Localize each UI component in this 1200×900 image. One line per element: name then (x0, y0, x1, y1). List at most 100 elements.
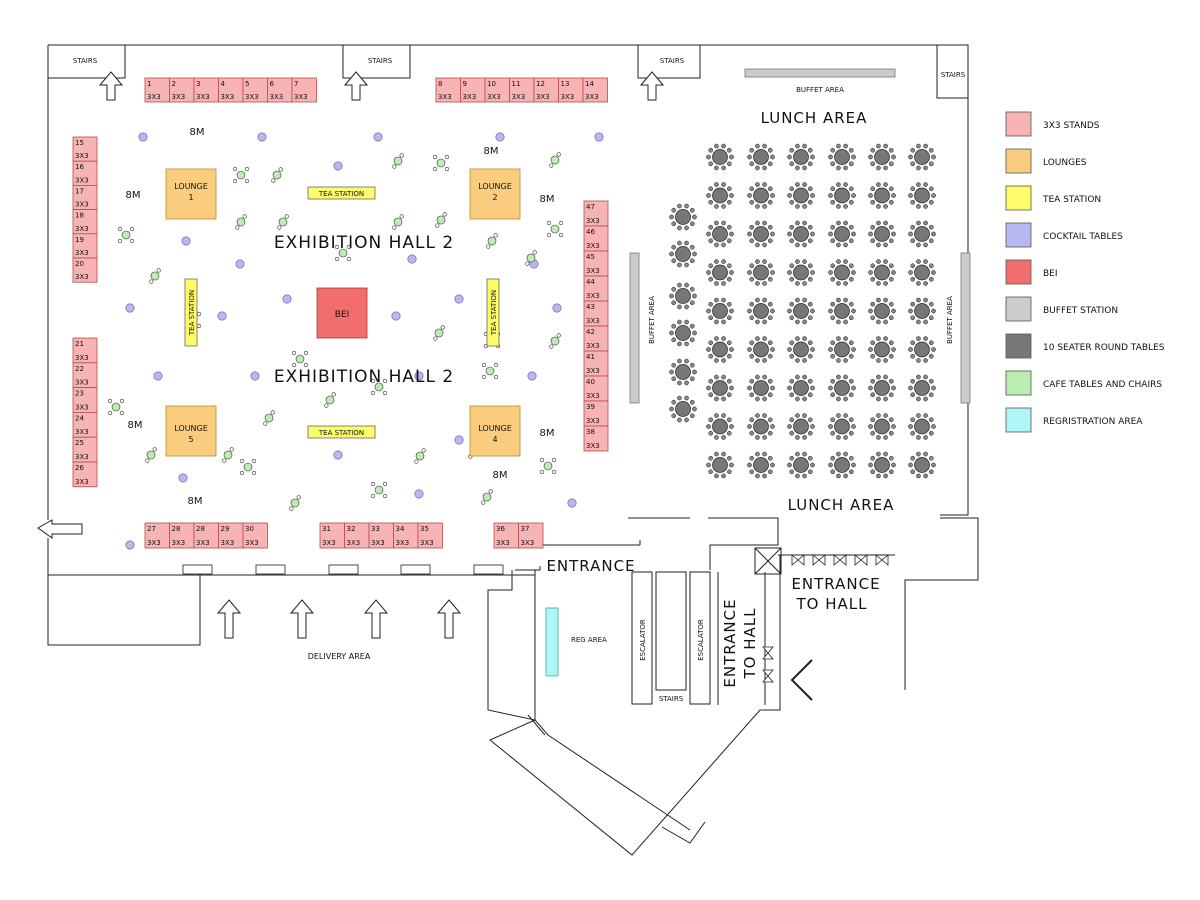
cafe-table-pair[interactable] (219, 447, 237, 463)
round-table[interactable] (747, 182, 775, 209)
round-table[interactable] (828, 297, 856, 325)
cocktail-table[interactable] (552, 303, 562, 313)
cocktail-table[interactable] (282, 294, 292, 304)
cafe-table-pair[interactable] (483, 233, 501, 249)
round-table[interactable] (908, 182, 936, 209)
cafe-table-pair[interactable] (142, 447, 160, 463)
bei-booth[interactable]: BEI (316, 287, 368, 339)
round-table[interactable] (787, 259, 815, 286)
cafe-table-quad[interactable] (117, 226, 135, 244)
round-table[interactable] (908, 259, 936, 286)
tea-station-bottom[interactable]: TEA STATION (307, 425, 376, 439)
cafe-table-pair[interactable] (478, 489, 496, 505)
tea-station-left[interactable]: TEA STATION (184, 278, 198, 347)
tea-station-right[interactable]: TEA STATION (486, 278, 500, 347)
cocktail-table[interactable] (153, 371, 163, 381)
cocktail-table[interactable] (594, 132, 604, 142)
round-table[interactable] (787, 220, 815, 248)
round-table[interactable] (868, 143, 896, 171)
registration-area[interactable]: REG AREA (545, 607, 607, 677)
cafe-table-pair[interactable] (268, 167, 286, 183)
cocktail-table[interactable] (257, 132, 267, 142)
round-table[interactable] (908, 374, 936, 402)
cocktail-table[interactable] (138, 132, 148, 142)
cafe-table-quad[interactable] (546, 220, 564, 238)
cafe-table-quad[interactable] (539, 457, 557, 475)
cocktail-table[interactable] (250, 371, 260, 381)
cocktail-table[interactable] (407, 254, 417, 264)
cafe-table-quad[interactable] (291, 350, 309, 368)
cafe-table-pair[interactable] (146, 268, 164, 284)
round-table[interactable] (747, 374, 775, 402)
cocktail-table[interactable] (333, 450, 343, 460)
round-table[interactable] (828, 413, 856, 440)
cocktail-table[interactable] (125, 540, 135, 550)
cocktail-table[interactable] (414, 489, 424, 499)
round-table[interactable] (868, 259, 896, 286)
cafe-table-pair[interactable] (232, 214, 250, 230)
cocktail-table[interactable] (527, 371, 537, 381)
round-table[interactable] (868, 336, 896, 363)
cocktail-table[interactable] (178, 473, 188, 483)
cafe-table-quad[interactable] (334, 244, 352, 262)
round-table[interactable] (706, 182, 734, 209)
cafe-table-pair[interactable] (411, 448, 429, 464)
round-table[interactable] (747, 259, 775, 286)
round-table[interactable] (828, 336, 856, 363)
round-table[interactable] (706, 220, 734, 248)
lounge-4[interactable]: LOUNGE 4 (469, 405, 521, 457)
cocktail-table[interactable] (333, 161, 343, 171)
cafe-table-pair[interactable] (546, 333, 564, 349)
cafe-table-pair[interactable] (321, 392, 339, 408)
cafe-table-quad[interactable] (232, 166, 250, 184)
round-table[interactable] (828, 451, 856, 479)
round-table[interactable] (706, 336, 734, 363)
round-table[interactable] (787, 451, 815, 479)
cafe-table-quad[interactable] (370, 481, 388, 499)
round-table[interactable] (787, 182, 815, 209)
round-table[interactable] (669, 358, 697, 386)
round-table[interactable] (706, 413, 734, 440)
round-table[interactable] (706, 451, 734, 479)
round-table[interactable] (706, 259, 734, 286)
round-table[interactable] (828, 259, 856, 286)
tea-station-top[interactable]: TEA STATION (307, 186, 376, 200)
round-table[interactable] (908, 297, 936, 325)
cocktail-table[interactable] (391, 311, 401, 321)
round-table[interactable] (706, 297, 734, 325)
cafe-table-pair[interactable] (260, 410, 278, 426)
round-table[interactable] (669, 282, 697, 310)
round-table[interactable] (908, 413, 936, 440)
round-table[interactable] (747, 451, 775, 479)
cafe-table-quad[interactable] (370, 378, 388, 396)
round-table[interactable] (787, 413, 815, 440)
round-table[interactable] (787, 336, 815, 363)
cafe-table-quad[interactable] (481, 362, 499, 380)
